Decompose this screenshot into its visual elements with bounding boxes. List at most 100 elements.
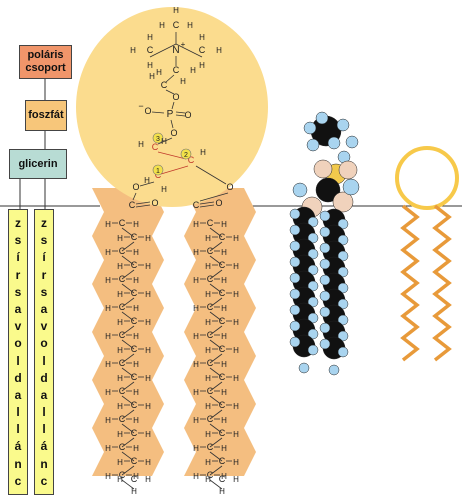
hydrogen-sphere bbox=[337, 346, 349, 358]
hydrogen-sphere bbox=[289, 304, 301, 316]
hydrogen-sphere bbox=[289, 224, 301, 236]
hydrogen-atom: H bbox=[221, 472, 227, 481]
hydrogen-atom: H bbox=[105, 444, 111, 453]
hydrogen-atom: H bbox=[199, 33, 205, 42]
hydrogen-atom: H bbox=[205, 234, 211, 243]
hydrogen-sphere bbox=[319, 258, 331, 270]
bond bbox=[121, 353, 135, 364]
phospholipid-head-ring bbox=[395, 146, 459, 210]
phospholipid-tail-left bbox=[400, 204, 420, 362]
glycerol-number: 1 bbox=[156, 168, 160, 175]
ester-oxygen-2: O bbox=[226, 182, 233, 192]
hydrogen-sphere bbox=[307, 344, 319, 356]
chain-letter: c bbox=[40, 473, 48, 488]
tail-1-carbon: C bbox=[119, 218, 126, 228]
hydrogen-atom: H bbox=[193, 444, 199, 453]
hydrogen-sphere bbox=[319, 322, 331, 334]
phosphate-label-text: foszfát bbox=[28, 109, 64, 121]
bond bbox=[209, 255, 223, 266]
hydrogen-atom: H bbox=[105, 248, 111, 257]
bond bbox=[121, 255, 135, 266]
atom-labels: N+CCCHHHHHHHHHCCHHHHOPO−OOCCC123HHHHHOOC… bbox=[105, 6, 239, 496]
hydrogen-sphere bbox=[337, 250, 349, 262]
tail-2-carbon: C bbox=[207, 470, 214, 480]
bond bbox=[209, 437, 223, 448]
tail-2-carbon: C bbox=[219, 428, 226, 438]
hydrogen-sphere bbox=[342, 178, 360, 196]
hydrogen-sphere bbox=[307, 312, 319, 324]
bond bbox=[121, 325, 135, 336]
chain-letter: a bbox=[14, 387, 22, 402]
tail-2-carbon: C bbox=[219, 400, 226, 410]
hydrogen-atom: H bbox=[133, 472, 139, 481]
hydrogen-atom: H bbox=[233, 234, 239, 243]
chain-letter: o bbox=[14, 336, 22, 351]
tail-1-carbon: C bbox=[131, 344, 138, 354]
chain-letter: í bbox=[16, 250, 20, 265]
chain-letter: v bbox=[14, 319, 22, 334]
carbonyl-2-oxygen: O bbox=[215, 198, 222, 208]
fatty-acid-tail-2-band bbox=[184, 188, 256, 476]
chain-letter: n bbox=[14, 456, 22, 471]
hydrogen-sphere bbox=[289, 256, 301, 268]
tail-1-terminal-carbon: C bbox=[131, 474, 138, 484]
bond bbox=[139, 181, 155, 187]
tail-1-carbon: C bbox=[131, 260, 138, 270]
phosphate-oxygen-left: O bbox=[144, 106, 151, 116]
chain-letter: l bbox=[16, 353, 20, 368]
bond bbox=[121, 395, 135, 406]
bond bbox=[160, 165, 189, 175]
hydrogen-atom: H bbox=[193, 332, 199, 341]
choline-carbon-2: C bbox=[161, 80, 168, 90]
bond bbox=[121, 297, 135, 308]
hydrogen-sphere bbox=[289, 208, 301, 220]
bond bbox=[121, 283, 135, 294]
bond bbox=[209, 395, 223, 406]
chain-letter: v bbox=[40, 319, 48, 334]
bond bbox=[199, 204, 215, 208]
methyl-carbon: C bbox=[173, 20, 180, 30]
legend-connectors bbox=[19, 79, 46, 209]
hydrogen-sphere bbox=[328, 364, 340, 376]
polar-group-label: poláris csoport bbox=[19, 45, 72, 79]
bond bbox=[175, 111, 186, 114]
tail-1-carbon: C bbox=[119, 302, 126, 312]
bond bbox=[121, 339, 135, 350]
hydrogen-atom: H bbox=[233, 402, 239, 411]
hydrogen-atom: H bbox=[133, 444, 139, 453]
bond bbox=[209, 241, 223, 252]
chain-letter: n bbox=[40, 456, 48, 471]
hydrogen-sphere bbox=[319, 338, 331, 350]
hydrogen-atom: H bbox=[117, 262, 123, 271]
hydrogen-atom: H bbox=[133, 248, 139, 257]
hydrogen-atom: H bbox=[133, 388, 139, 397]
hydrogen-atom: H bbox=[117, 475, 123, 484]
hydrogen-sphere bbox=[337, 234, 349, 246]
methyl-carbon: C bbox=[199, 45, 206, 55]
hydrogen-atom: H bbox=[147, 61, 153, 70]
bond bbox=[121, 423, 135, 434]
tail-2-carbon: C bbox=[207, 386, 214, 396]
bond bbox=[209, 479, 223, 490]
hydrogen-atom: H bbox=[130, 46, 136, 55]
hydrogen-atom: H bbox=[105, 220, 111, 229]
hydrogen-sphere bbox=[307, 264, 319, 276]
ester-oxygen-choline: O bbox=[172, 92, 179, 102]
hydrogen-atom: H bbox=[221, 332, 227, 341]
hydrogen-sphere bbox=[337, 298, 349, 310]
chain-letter: í bbox=[42, 250, 46, 265]
hydrogen-atom: H bbox=[221, 444, 227, 453]
hydrogen-atom: H bbox=[233, 430, 239, 439]
hydrogen-atom: H bbox=[145, 234, 151, 243]
bond bbox=[121, 465, 135, 476]
hydrogen-atom: H bbox=[105, 360, 111, 369]
chain-letter: s bbox=[40, 284, 48, 299]
hydrogen-atom: H bbox=[233, 262, 239, 271]
hydrogen-atom: H bbox=[199, 61, 205, 70]
bond bbox=[121, 381, 135, 392]
tail-2-carbon: C bbox=[207, 330, 214, 340]
hydrogen-atom: H bbox=[117, 374, 123, 383]
bond bbox=[209, 311, 223, 322]
hydrogen-sphere bbox=[292, 182, 308, 198]
